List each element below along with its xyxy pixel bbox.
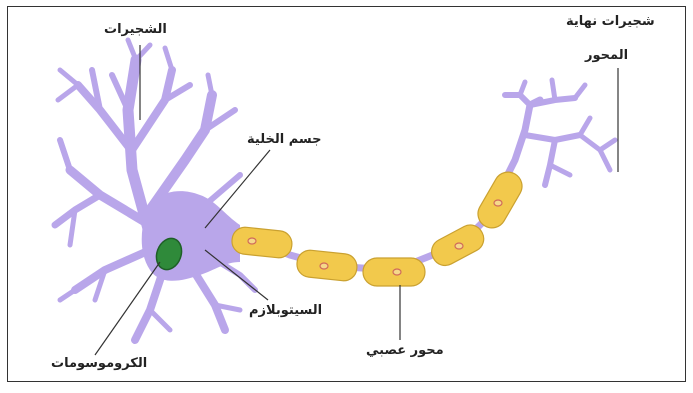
label-axon-terminal-line2: المحور bbox=[585, 48, 628, 63]
label-chromosomes: الكروموسومات bbox=[51, 356, 147, 371]
label-dendrites: الشجيرات bbox=[104, 22, 167, 37]
label-cytoplasm: السيتوبلازم bbox=[249, 303, 322, 318]
dendrites bbox=[55, 40, 255, 340]
myelin-segment bbox=[473, 167, 527, 233]
label-axon: محور عصبي bbox=[366, 343, 444, 358]
leader-cell-body bbox=[205, 150, 270, 228]
neuron-cell-body-group bbox=[55, 40, 255, 340]
myelin-segment bbox=[427, 220, 488, 270]
label-cell-body: جسم الخلية bbox=[247, 132, 322, 147]
label-axon-terminal-line1: شجيرات نهاية bbox=[566, 14, 655, 29]
myelin-segment bbox=[231, 226, 293, 259]
myelin-segment bbox=[363, 258, 425, 286]
myelin-segment bbox=[296, 249, 358, 282]
